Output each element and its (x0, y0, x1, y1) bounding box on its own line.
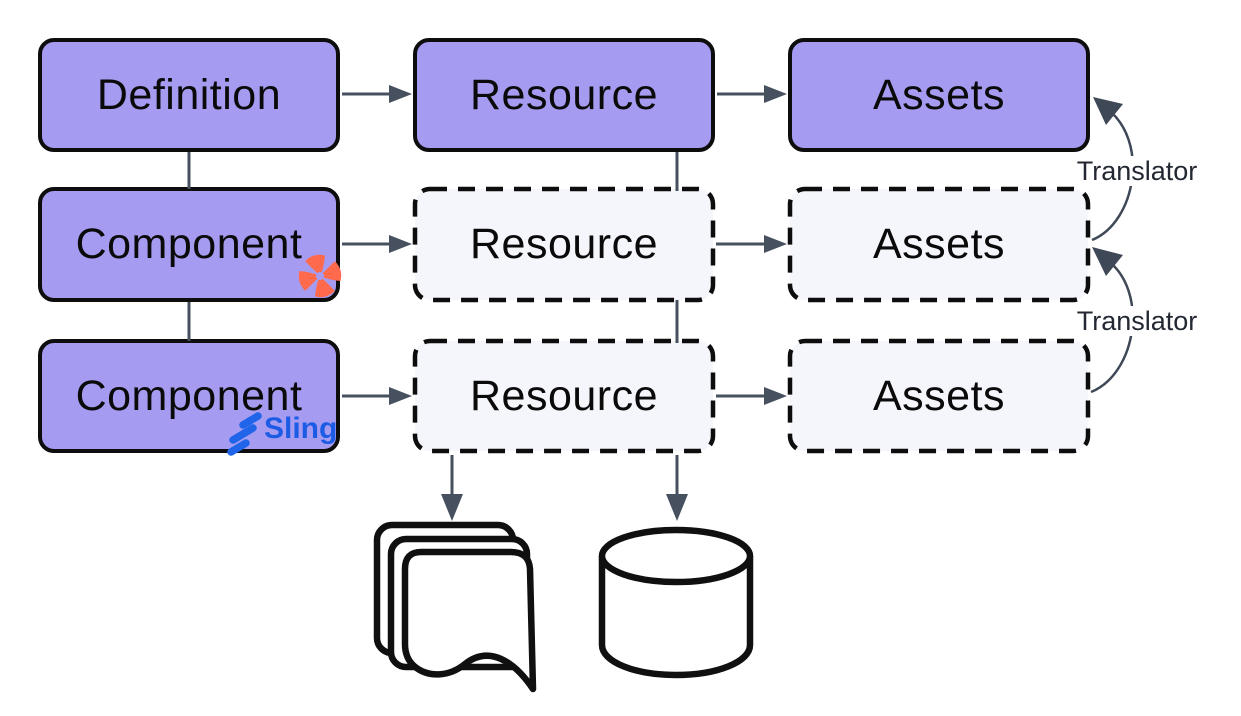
node-assets-dbt: Assets (788, 187, 1090, 302)
node-component-dbt: Component (38, 187, 340, 302)
node-assets-top: Assets (788, 38, 1090, 152)
node-resource-top: Resource (413, 38, 715, 152)
node-component-dbt-label: Component (75, 220, 303, 268)
node-resource-sling: Resource (413, 339, 715, 453)
node-assets-top-label: Assets (872, 70, 1006, 119)
downward-arrows (441, 455, 688, 521)
node-definition: Definition (38, 38, 340, 152)
translator-label-bottom-text: Translator (1076, 305, 1198, 336)
arrow-resource-to-assets-top (717, 85, 787, 103)
document-stack-icon (373, 521, 537, 693)
node-component-sling: Component (38, 339, 340, 453)
node-resource-dbt-label: Resource (469, 220, 659, 268)
node-resource-dbt: Resource (413, 187, 715, 302)
node-assets-sling-label: Assets (872, 371, 1006, 420)
node-assets-dbt-label: Assets (872, 220, 1006, 268)
arrow-resource-to-database (666, 455, 688, 521)
node-resource-sling-label: Resource (469, 371, 659, 420)
arrow-resource-dbt-to-assets (716, 235, 787, 253)
node-definition-label: Definition (96, 70, 282, 119)
arrow-resource-to-files (441, 455, 463, 521)
node-component-sling-label: Component (75, 371, 303, 420)
arrow-component-sling-to-resource (342, 387, 412, 405)
sling-wordmark: Sling (264, 412, 337, 445)
arrow-resource-sling-to-assets (716, 387, 787, 405)
translator-arrows (1090, 97, 1135, 394)
node-resource-top-label: Resource (469, 70, 659, 119)
database-cylinder-icon (598, 526, 754, 679)
arrow-definition-to-resource (342, 85, 412, 103)
translator-label-top: Translator (1057, 156, 1217, 186)
translator-label-bottom: Translator (1057, 306, 1217, 336)
arrow-component-dbt-to-resource (342, 235, 412, 253)
translator-label-top-text: Translator (1076, 155, 1198, 186)
node-assets-sling: Assets (788, 339, 1090, 453)
sling-wordmark-text: Sling (264, 412, 338, 445)
